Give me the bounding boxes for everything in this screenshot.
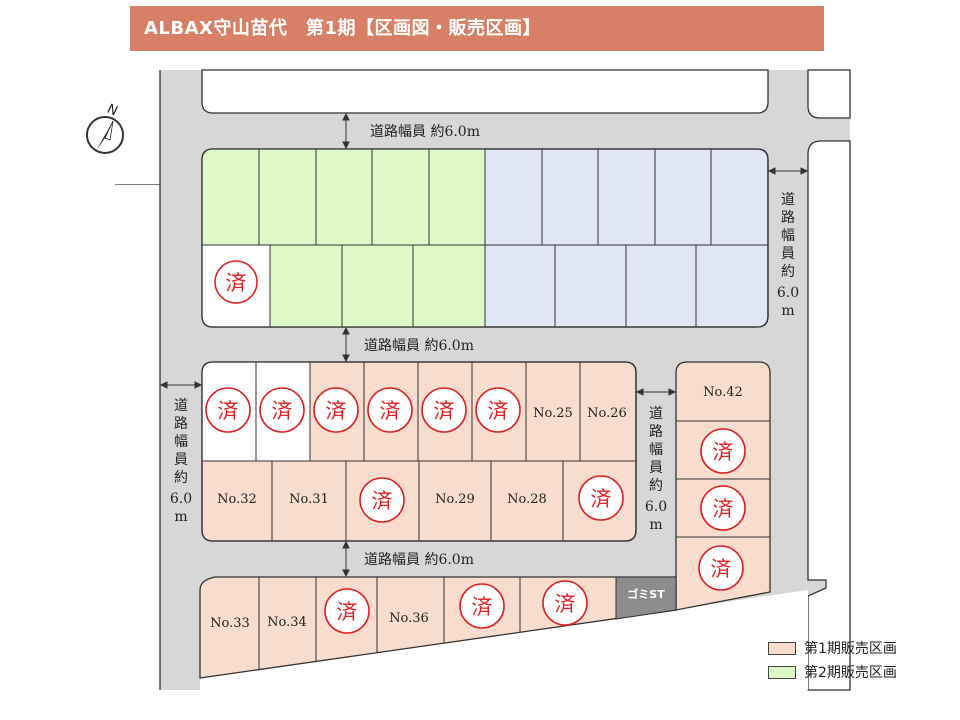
svg-text:済: 済 <box>337 600 358 624</box>
lot-no29: No.29 <box>435 492 475 507</box>
legend-label: 第1期販売区画 <box>804 641 897 657</box>
svg-text:済: 済 <box>472 595 493 619</box>
road-label-top: 道路幅員 約6.0m <box>370 124 480 140</box>
lot-no25: No.25 <box>533 406 573 421</box>
road-label-middle: 道路幅員 約6.0m <box>364 338 474 354</box>
road-label-char: 6.0 <box>777 285 799 301</box>
road-label-char: m <box>174 509 187 525</box>
svg-text:済: 済 <box>380 399 401 423</box>
sold-stamp-icon: 済 <box>459 583 505 629</box>
svg-text:済: 済 <box>591 487 612 511</box>
svg-text:済: 済 <box>488 399 509 423</box>
lot-no28: No.28 <box>507 492 547 507</box>
road-label-char: 6.0 <box>645 499 667 515</box>
svg-text:済: 済 <box>326 399 347 423</box>
road-label-left: 道 路 幅 員 約 6.0 m <box>170 398 192 525</box>
sold-stamp-icon: 済 <box>205 387 251 433</box>
svg-text:済: 済 <box>711 557 732 581</box>
road-dimension-arrows <box>159 112 809 578</box>
road-label-char: 約 <box>174 470 188 486</box>
lot-no36: No.36 <box>389 611 429 626</box>
sold-stamp-icon: 済 <box>542 580 588 626</box>
legend-item-phase2: 第2期販売区画 <box>768 660 897 684</box>
sold-stamp-icon: 済 <box>475 387 521 433</box>
road-label-right-top: 道 路 幅 員 約 6.0 m <box>777 192 799 319</box>
road-label-char: 道 <box>781 192 795 208</box>
road-label-char: 約 <box>781 264 795 280</box>
svg-text:済: 済 <box>713 497 734 521</box>
lot-no33: No.33 <box>210 616 250 631</box>
legend: 第1期販売区画 第2期販売区画 <box>768 636 897 684</box>
legend-swatch-phase2 <box>768 665 796 679</box>
sold-stamp-icon: 済 <box>700 428 746 474</box>
block-middle <box>201 361 637 542</box>
sold-stamp-icon: 済 <box>313 387 359 433</box>
svg-text:済: 済 <box>713 440 734 464</box>
road-label-char: 路 <box>781 210 795 226</box>
svg-text:済: 済 <box>555 592 576 616</box>
sold-stamp-icon: 済 <box>359 477 405 523</box>
page-title: ALBAX守山苗代 第1期【区画図・販売区画】 <box>130 6 824 51</box>
lot-no42: No.42 <box>703 385 743 400</box>
road-label-mid-vertical: 道 路 幅 員 約 6.0 m <box>645 406 667 533</box>
road-label-char: 員 <box>649 460 663 476</box>
sold-stamp-icon: 済 <box>324 588 370 634</box>
road-label-lower: 道路幅員 約6.0m <box>364 552 474 568</box>
legend-swatch-phase1 <box>768 641 796 655</box>
lot-no26: No.26 <box>587 406 627 421</box>
lot-no31: No.31 <box>289 492 329 507</box>
road-label-char: 6.0 <box>170 491 192 507</box>
lot-no32: No.32 <box>217 492 257 507</box>
svg-text:済: 済 <box>218 399 239 423</box>
svg-text:済: 済 <box>272 399 293 423</box>
garbage-station-label: ゴミST <box>627 587 665 601</box>
road-label-char: 員 <box>781 246 795 262</box>
road-label-char: 道 <box>174 398 188 414</box>
sold-stamp-icon: 済 <box>421 387 467 433</box>
sold-stamp-icon: 済 <box>698 545 744 591</box>
north-arrow-icon: N <box>86 102 124 154</box>
sold-stamp-icon: 済 <box>214 260 258 304</box>
road-label-char: 幅 <box>781 228 795 244</box>
legend-label: 第2期販売区画 <box>804 665 897 681</box>
sold-stamps: 済 済 済 済 済 済 済 済 済 済 済 済 済 済 済 <box>205 260 746 634</box>
road-label-char: m <box>649 517 662 533</box>
svg-text:済: 済 <box>226 271 247 295</box>
svg-text:済: 済 <box>434 399 455 423</box>
road-label-char: 路 <box>649 424 663 440</box>
sold-stamp-icon: 済 <box>700 485 746 531</box>
road-label-char: 約 <box>649 478 663 494</box>
road-label-char: 幅 <box>174 434 188 450</box>
sold-stamp-icon: 済 <box>259 387 305 433</box>
lot-no34: No.34 <box>267 615 307 630</box>
road-label-char: 路 <box>174 416 188 432</box>
road-label-char: m <box>781 303 794 319</box>
sold-stamp-icon: 済 <box>578 475 624 521</box>
legend-item-phase1: 第1期販売区画 <box>768 636 897 660</box>
sold-stamp-icon: 済 <box>367 387 413 433</box>
road-label-char: 員 <box>174 452 188 468</box>
road-label-char: 幅 <box>649 442 663 458</box>
road-label-char: 道 <box>649 406 663 422</box>
block-top <box>201 148 769 328</box>
svg-text:済: 済 <box>372 489 393 513</box>
